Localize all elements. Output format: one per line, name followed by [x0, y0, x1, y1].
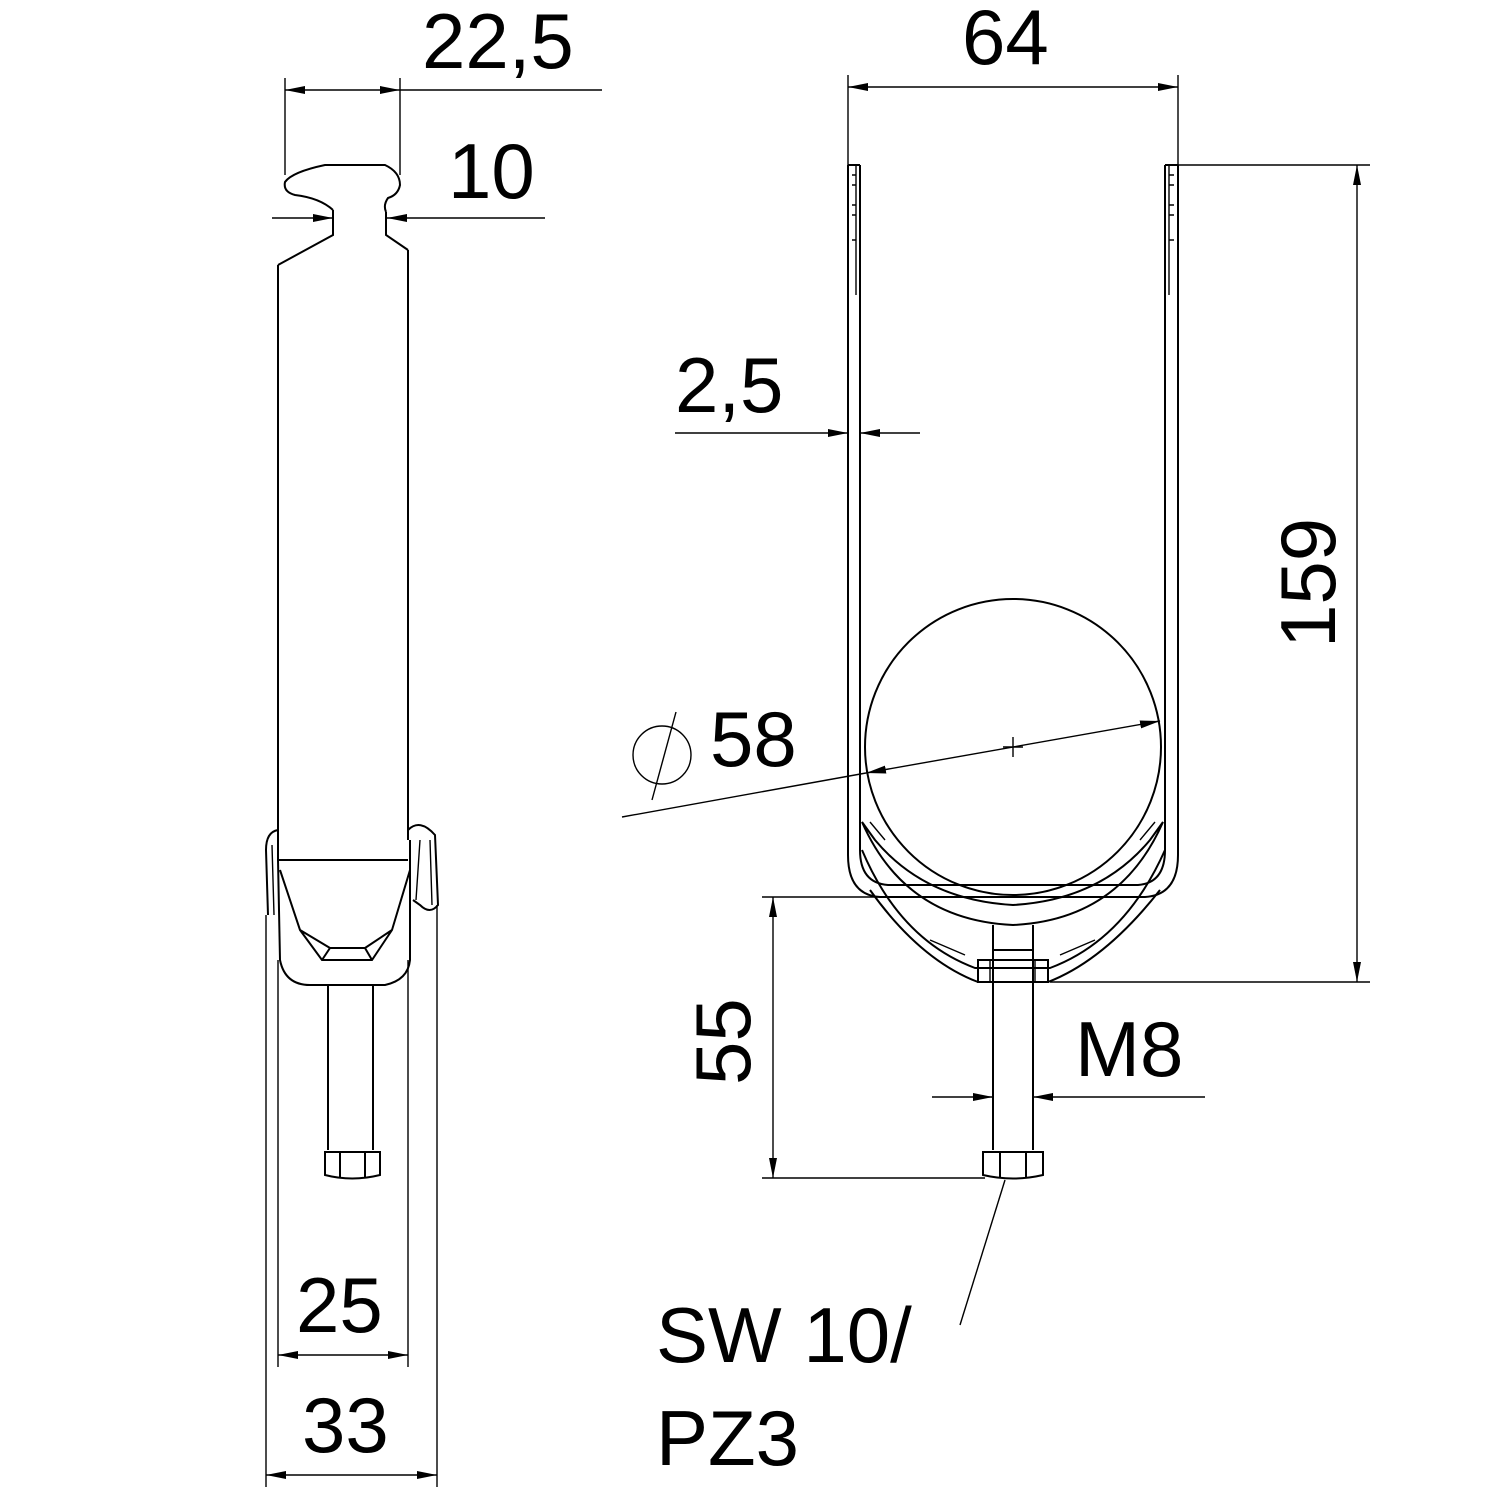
- cradle-details: [869, 821, 1156, 982]
- bolt-side: [327, 985, 374, 1150]
- note-leader: [959, 1179, 1006, 1326]
- dim-label-55: 55: [679, 998, 767, 1085]
- dim-label-25: 25: [296, 1261, 383, 1349]
- u-clip-outer: [847, 165, 1179, 898]
- clip-body: [277, 250, 409, 860]
- dim-label-22-5: 22,5: [422, 0, 574, 85]
- ext-lines-55: [762, 896, 985, 1179]
- dim-label-33: 33: [302, 1381, 389, 1469]
- side-view: 22,5 10 25 33: [264, 0, 602, 1487]
- ext-lines-33: [265, 905, 438, 1487]
- dim-label-m8: M8: [1075, 1005, 1183, 1093]
- note-line-2: PZ3: [656, 1394, 799, 1482]
- clip-head-profile: [283, 164, 402, 213]
- bolt-front: [992, 925, 1034, 1150]
- dim-label-159: 159: [1264, 518, 1352, 648]
- dim-leader-58: [621, 772, 867, 818]
- cable-circle: [864, 598, 1162, 896]
- front-view: 64 159 2,5 58 55 M8 SW 10/ PZ3: [621, 0, 1370, 1482]
- diameter-symbol-icon: [632, 711, 692, 801]
- dim-label-10: 10: [448, 127, 535, 215]
- leg-slots: [852, 165, 1174, 295]
- cradle: [861, 821, 1166, 983]
- note-line-1: SW 10/: [656, 1291, 912, 1379]
- ext-lines-64: [847, 75, 1179, 165]
- dim-label-64: 64: [962, 0, 1049, 81]
- dim-label-2-5: 2,5: [675, 341, 783, 429]
- nut-side: [324, 1151, 381, 1180]
- u-clip-inner: [859, 165, 1166, 886]
- bracket-side: [264, 824, 440, 986]
- dim-label-58: 58: [710, 695, 797, 783]
- bracket-side-edge: [271, 839, 433, 916]
- ext-lines-22-5: [284, 78, 401, 175]
- ext-lines-159: [1050, 164, 1370, 983]
- nut-front: [982, 1151, 1044, 1180]
- ext-lines-25: [277, 960, 409, 1367]
- dim-line-58: [865, 720, 1161, 774]
